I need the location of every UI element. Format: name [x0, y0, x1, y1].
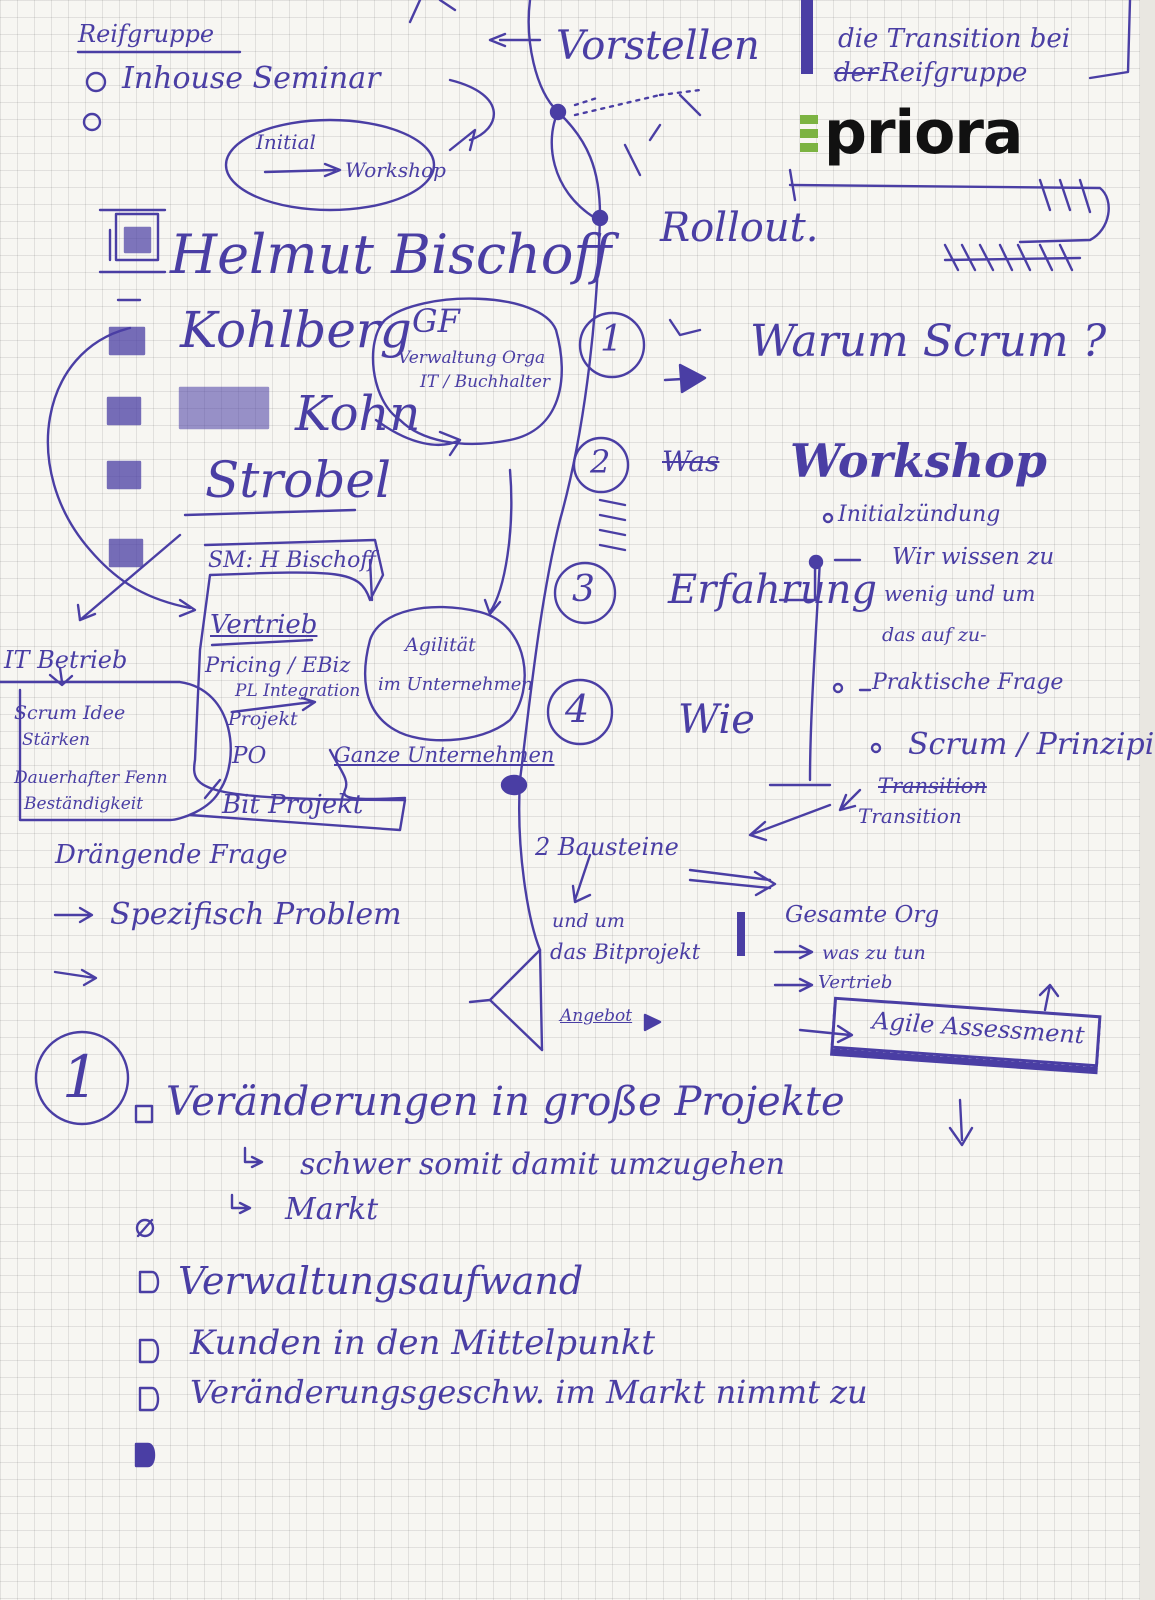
bottom-sub-2: Markt [285, 1192, 379, 1227]
workshop-item-7: Transition [878, 774, 987, 798]
workshop-item-8: Transition [858, 804, 962, 828]
bottom-item-2: Kunden in den Mittelpunkt [190, 1323, 656, 1363]
bottom-item-1: Verwaltungsaufwand [178, 1259, 584, 1303]
inhouse-seminar: Inhouse Seminar [122, 61, 381, 96]
workshop-item-2: Wir wissen zu [892, 544, 1055, 570]
agilitaet-line-2: im Unternehmen [378, 674, 533, 695]
org-line-3: Projekt [228, 708, 298, 730]
header-struck-word: der [834, 58, 879, 88]
step-1-number: 1 [600, 319, 623, 360]
org-line-4: PO [232, 743, 267, 769]
org-line-5: Bit Projekt [222, 790, 364, 820]
vorstellen-text: Vorstellen [556, 23, 760, 69]
middle-line-2: das Bitprojekt [550, 940, 701, 964]
step-3-label: Erfahrung [668, 567, 877, 613]
it-betrieb-title: IT Betrieb [4, 646, 128, 674]
bausteine: 2 Bausteine [535, 833, 679, 861]
workshop-item-4: das auf zu- [882, 624, 987, 646]
gf-title: GF [412, 302, 460, 340]
step-2-number: 2 [590, 443, 611, 481]
it-betrieb-item-1: Scrum Idee [14, 702, 126, 724]
drangende-frage: Drängende Frage [55, 840, 288, 870]
header-line-2: Reifgruppe [880, 58, 1028, 88]
step-4-number: 4 [565, 687, 590, 731]
org-line-2: PL Integration [235, 681, 361, 701]
middle-vertrieb: Vertrieb [818, 972, 893, 993]
step-1-label: Warum Scrum ? [750, 316, 1107, 367]
gf-line-1: Verwaltung Orga [398, 348, 546, 368]
spezifisch-problem: Spezifisch Problem [110, 897, 402, 932]
reifgruppe-title: Reifgruppe [78, 20, 215, 48]
bottom-line-1: Veränderungen in große Projekte [166, 1079, 845, 1125]
org-vertrieb: Vertrieb [210, 610, 318, 640]
agilitaet-line-1: Agilität [405, 634, 476, 656]
bottom-number: 1 [62, 1043, 99, 1111]
bottom-item-3: Veränderungsgeschw. im Markt nimmt zu [190, 1373, 868, 1411]
person-strobel: Strobel [205, 451, 391, 509]
workshop-label: Workshop [345, 158, 446, 182]
was-zu-tun: was zu tun [822, 942, 926, 964]
person-bischoff: Helmut Bischoff [170, 223, 612, 286]
it-betrieb-item-4: Beständigkeit [24, 794, 144, 814]
person-kohn: Kohn [295, 386, 421, 442]
step-2-label: Workshop [790, 434, 1047, 488]
workshop-item-5: Praktische Frage [872, 670, 1064, 695]
initial-label: Initial [256, 130, 316, 154]
org-sm: SM: H Bischoff [208, 548, 376, 573]
ganze-unternehmen: Ganze Unternehmen [334, 743, 555, 767]
bottom-sub-1: schwer somit damit umzugehen [300, 1147, 785, 1182]
rollout-text: Rollout. [660, 205, 819, 251]
middle-line-1: und um [552, 910, 625, 932]
angebot: Angebot [560, 1006, 633, 1026]
person-kohlberg: Kohlberg [180, 301, 412, 359]
gesamte-org: Gesamte Org [785, 902, 940, 928]
logo-word: priora [824, 98, 1023, 168]
workshop-item-6: Scrum / Prinzipien [908, 727, 1155, 762]
step-4-label: Wie [678, 697, 755, 743]
it-betrieb-item-2: Stärken [22, 730, 91, 750]
workshop-item-3: wenig und um [884, 582, 1036, 606]
priora-logo: priora [800, 98, 1023, 168]
workshop-item-1: Initialzündung [838, 502, 1001, 527]
gf-line-2: IT / Buchhalter [420, 372, 551, 392]
logo-bars-icon [800, 114, 818, 152]
it-betrieb-item-3: Dauerhafter Fenn [14, 768, 168, 788]
step-2-struck: Was [662, 445, 720, 478]
step-3-number: 3 [572, 569, 595, 610]
header-line-1: die Transition bei [838, 24, 1071, 54]
org-line-1: Pricing / EBiz [205, 653, 351, 677]
